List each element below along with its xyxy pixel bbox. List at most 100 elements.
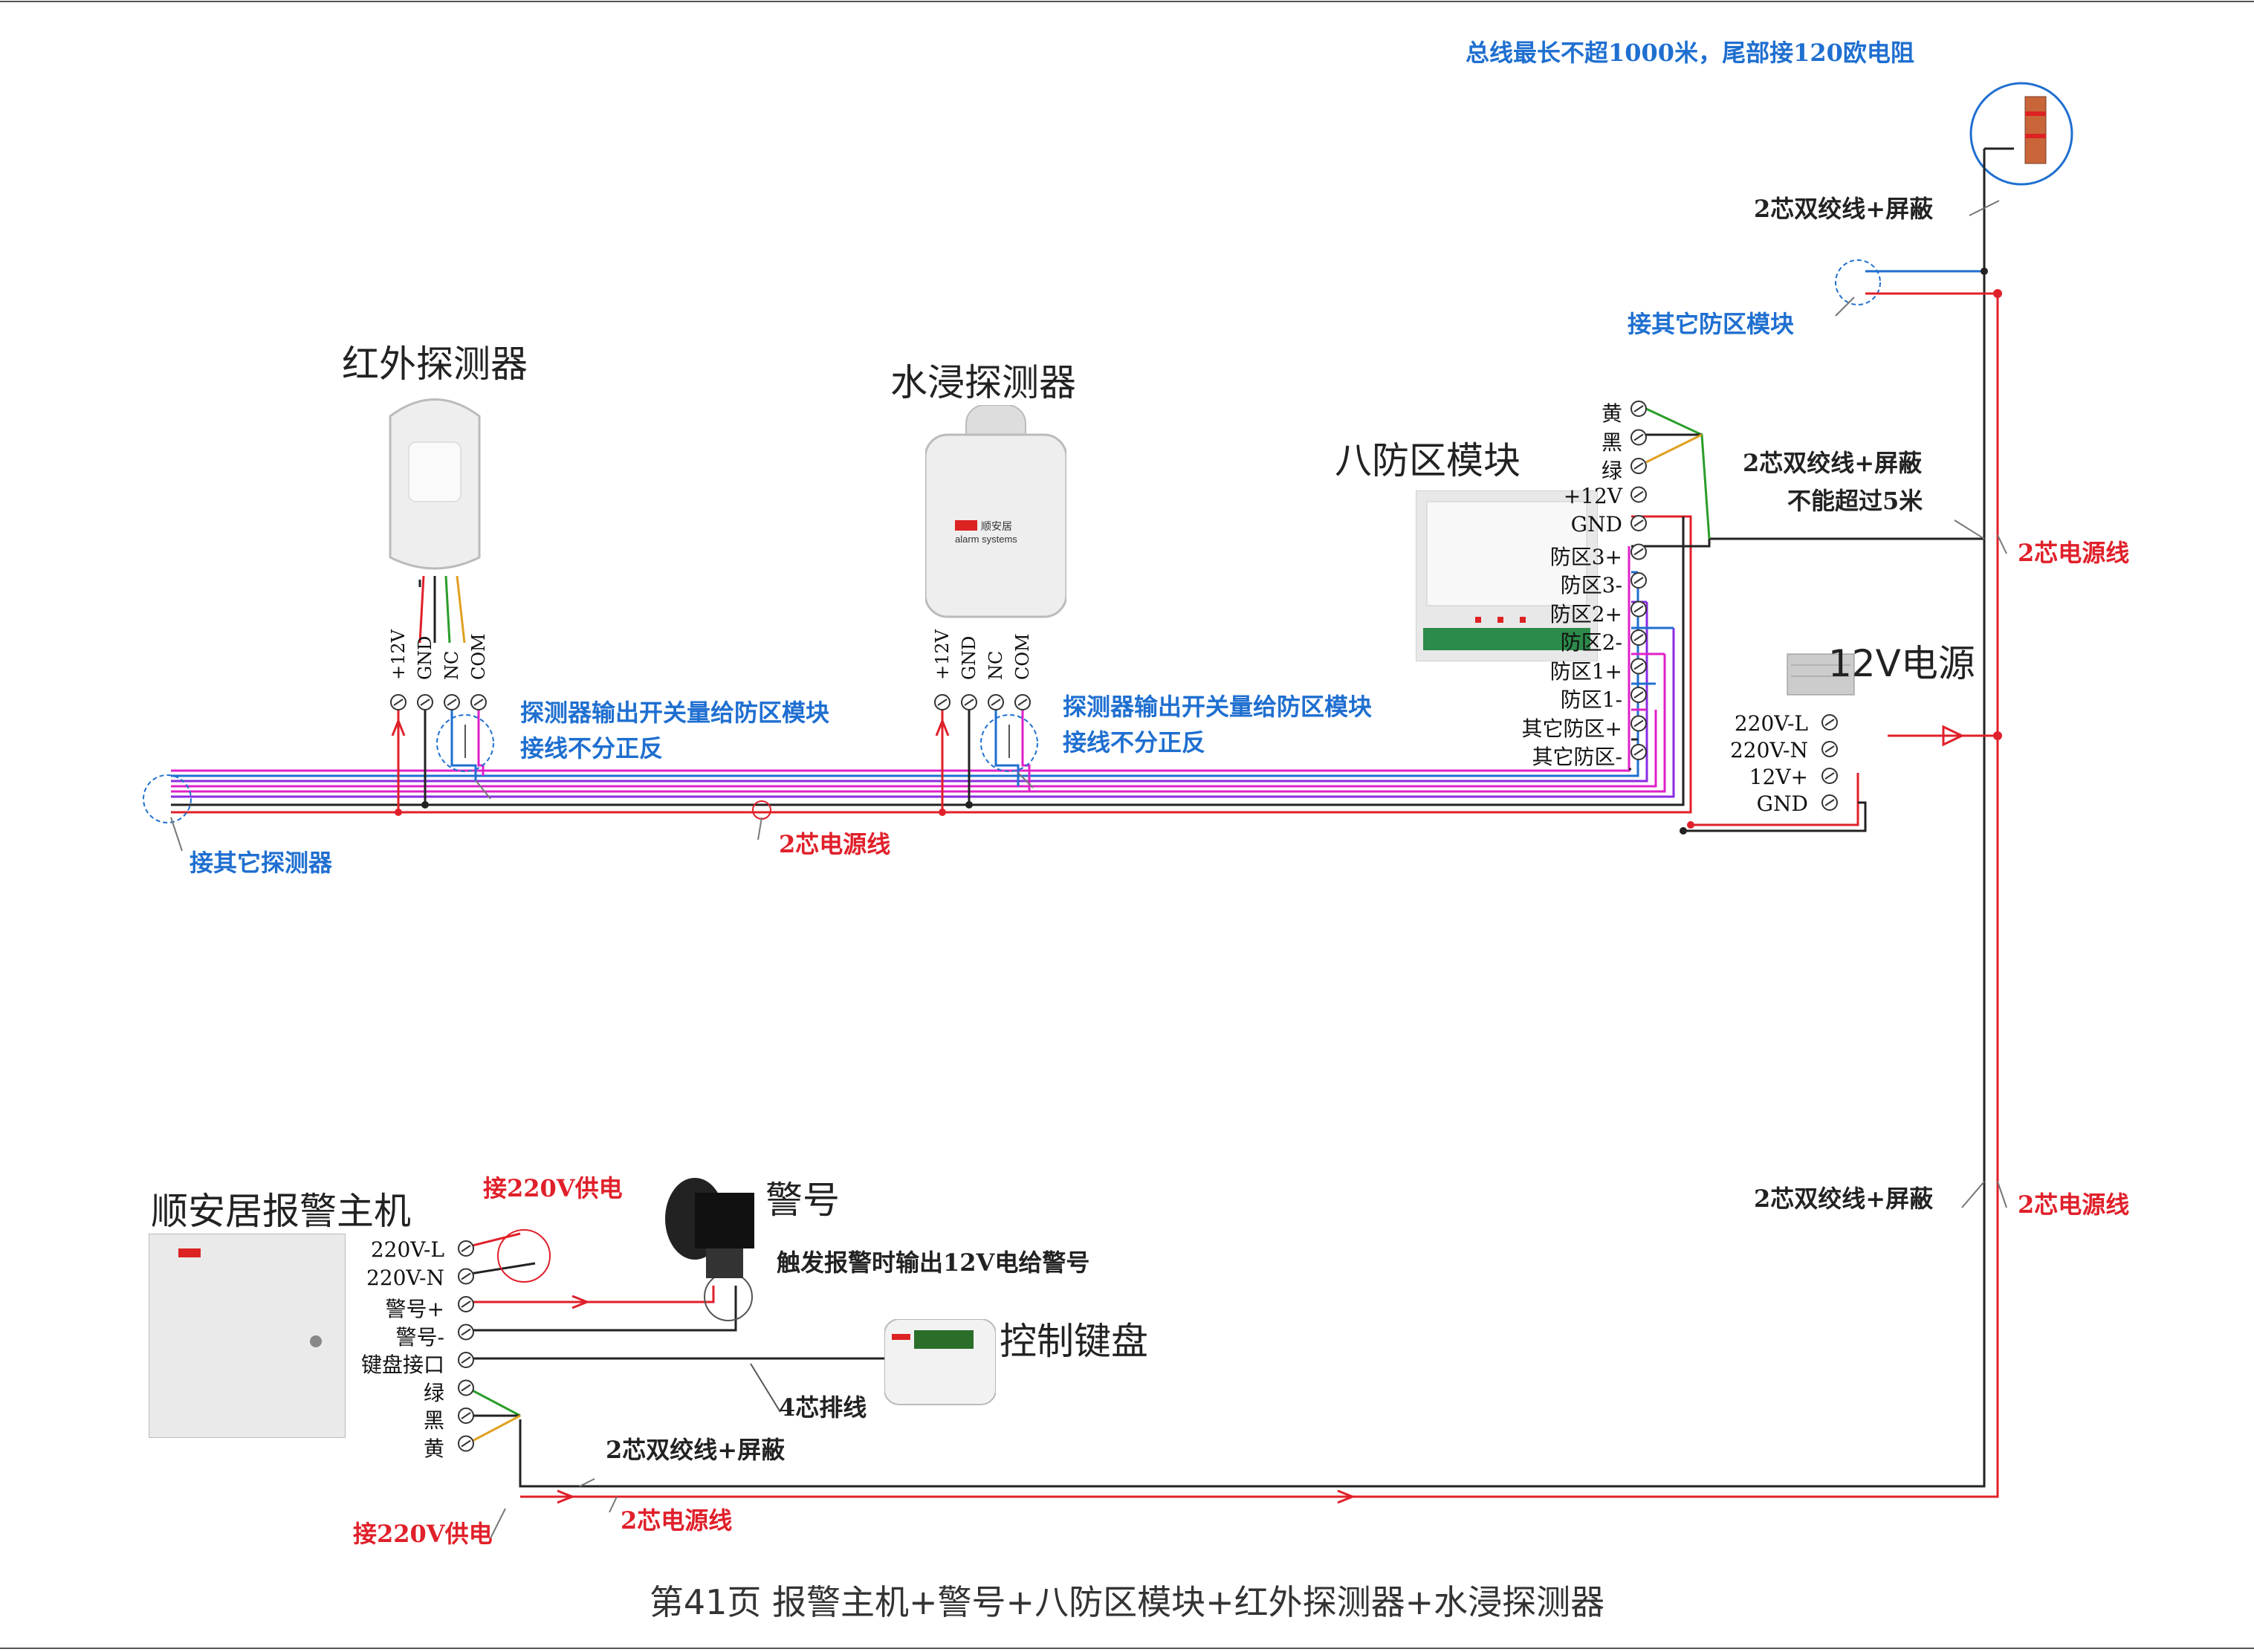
terminal-screw <box>1630 429 1647 446</box>
psu-term: 220V-N <box>1729 738 1808 762</box>
host-term: 键盘接口 <box>360 1353 444 1377</box>
module-terminal-labels: 黄 黑 绿 +12V GND 防区3+ 防区3- 防区2+ 防区2- 防区1+ … <box>1522 398 1622 770</box>
water-term-gnd: GND <box>959 635 979 680</box>
terminal-screw <box>470 694 487 710</box>
terminal-screw <box>444 694 460 710</box>
keypad-image <box>884 1318 997 1408</box>
psu-term: GND <box>1756 791 1808 816</box>
page-caption: 第41页 报警主机+警号+八防区模块+红外探测器+水浸探测器 <box>649 1582 1605 1622</box>
siren-title: 警号 <box>765 1179 840 1222</box>
module-term: GND <box>1570 512 1622 537</box>
module-term: +12V <box>1563 483 1622 508</box>
eight-zone-module-image <box>1415 490 1599 662</box>
ir-output-note: 探测器输出开关量给防区模块 <box>520 699 830 727</box>
terminal-screw <box>1630 629 1647 646</box>
end-resistor-image <box>2021 89 2051 171</box>
twisted-pair-note-mid: 2芯双绞线+屏蔽 <box>1754 1185 1934 1213</box>
module-term: 防区2- <box>1560 630 1622 655</box>
water-detector-title: 水浸探测器 <box>890 361 1076 404</box>
power-220-note-bottom: 接220V供电 <box>353 1520 493 1548</box>
module-title: 八防区模块 <box>1335 439 1521 482</box>
ir-polarity-note: 接线不分正反 <box>520 734 664 762</box>
psu-term: 220V-L <box>1734 711 1808 736</box>
power-line-note-2: 2芯电源线 <box>779 830 891 858</box>
terminal-screw <box>1821 714 1838 731</box>
ir-term-com: COM <box>468 633 489 680</box>
host-title: 顺安居报警主机 <box>151 1190 411 1233</box>
terminal-screw <box>1630 687 1647 703</box>
psu-term: 12V+ <box>1749 765 1808 789</box>
max-5m-note: 不能超过5米 <box>1787 487 1923 515</box>
module-term: 防区3- <box>1560 573 1622 597</box>
other-detector-note: 接其它探测器 <box>190 849 333 877</box>
svg-text:alarm systems: alarm systems <box>955 534 1017 545</box>
water-term-12v: +12V <box>932 629 953 680</box>
host-cabinet-image <box>148 1233 346 1439</box>
host-term: 警号+ <box>385 1297 444 1321</box>
terminal-screw <box>1630 744 1647 760</box>
module-term: 其它防区+ <box>1521 716 1622 741</box>
water-polarity-note: 接线不分正反 <box>1063 728 1206 757</box>
water-detector-image: 顺安居 alarm systems <box>924 404 1068 621</box>
terminal-screw <box>1821 768 1838 784</box>
terminal-screw <box>1630 658 1647 675</box>
terminal-screw <box>1014 694 1031 710</box>
terminal-screw <box>390 694 407 710</box>
water-term-com: COM <box>1012 633 1033 680</box>
other-module-note: 接其它防区模块 <box>1628 310 1795 338</box>
terminal-screw <box>934 694 950 710</box>
host-term: 黑 <box>423 1408 444 1433</box>
terminal-screw <box>1821 741 1838 757</box>
ir-detector-wires <box>391 706 485 812</box>
power-line-note-3: 2芯电源线 <box>2018 1191 2130 1219</box>
ir-term-nc: NC <box>441 650 462 680</box>
terminal-screw <box>1630 486 1647 503</box>
terminal-screw <box>961 694 977 710</box>
module-term: 其它防区- <box>1532 745 1622 769</box>
terminal-screw <box>458 1240 474 1257</box>
module-term: 黄 <box>1601 401 1622 426</box>
siren-image <box>661 1174 765 1286</box>
module-term: 黑 <box>1601 430 1622 455</box>
terminal-screw <box>458 1379 474 1396</box>
infrared-detector-title: 红外探测器 <box>342 343 528 386</box>
psu-title: 12V电源 <box>1828 642 1975 685</box>
infrared-wire-tails <box>418 576 466 643</box>
module-term: 防区3+ <box>1549 544 1622 569</box>
keypad-title: 控制键盘 <box>1000 1320 1148 1363</box>
water-detector-wires <box>935 706 1031 812</box>
terminal-screw <box>1630 543 1647 560</box>
ir-term-gnd: GND <box>415 635 435 680</box>
terminal-screw <box>1821 794 1838 811</box>
module-term: 绿 <box>1601 459 1622 483</box>
terminal-screw <box>1630 572 1647 589</box>
module-term: 防区2+ <box>1549 601 1622 626</box>
host-term: 黄 <box>423 1436 444 1461</box>
terminal-screw <box>1630 515 1647 531</box>
trunk-lines <box>519 147 2014 1498</box>
bus-limit-note: 总线最长不超1000米，尾部接120欧电阻 <box>1466 39 1914 67</box>
water-output-note: 探测器输出开关量给防区模块 <box>1063 693 1373 721</box>
psu-image <box>1784 647 1858 706</box>
power-line-note-4: 2芯电源线 <box>621 1506 733 1535</box>
siren-trigger-note: 触发报警时输出12V电给警号 <box>777 1248 1090 1277</box>
host-terminal-labels: 220V-L 220V-N 警号+ 警号- 键盘接口 绿 黑 黄 <box>360 1237 444 1461</box>
host-term: 绿 <box>423 1380 444 1405</box>
power-220-note-top: 接220V供电 <box>483 1174 623 1202</box>
terminal-screw <box>988 694 1004 710</box>
infrared-detector-image <box>375 386 494 624</box>
terminal-screw <box>1630 600 1647 618</box>
detector-bus <box>171 515 1692 814</box>
ir-term-12v: +12V <box>388 629 409 680</box>
module-term: 防区1+ <box>1549 658 1622 684</box>
terminal-screw <box>458 1435 474 1452</box>
water-term-nc: NC <box>985 650 1006 680</box>
terminal-screw <box>417 694 433 710</box>
terminal-screw <box>458 1324 474 1341</box>
terminal-screw <box>458 1352 474 1368</box>
terminal-screw <box>458 1296 474 1312</box>
power-line-note-1: 2芯电源线 <box>2018 539 2130 567</box>
terminal-screw <box>1630 401 1647 417</box>
svg-text:顺安居: 顺安居 <box>981 520 1012 532</box>
host-term: 警号- <box>395 1324 444 1350</box>
